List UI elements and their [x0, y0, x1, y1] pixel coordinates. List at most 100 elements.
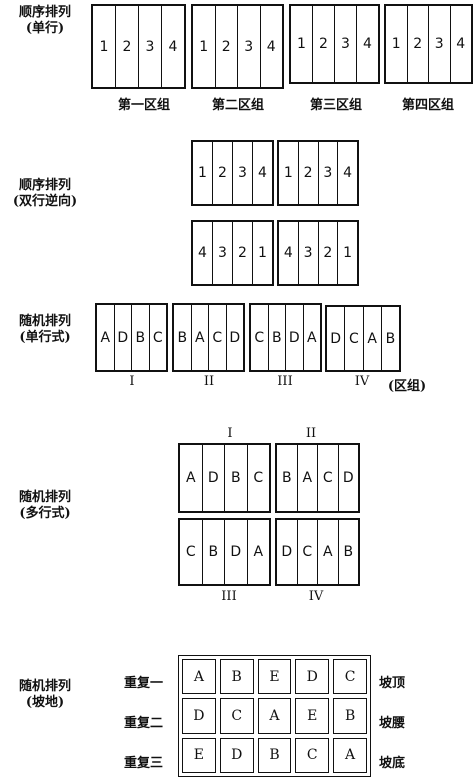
plot: B [257, 737, 292, 773]
block-roman-label: I [129, 374, 135, 389]
plot: 3 [334, 6, 356, 82]
plot: D [113, 305, 132, 370]
plot: D [281, 544, 293, 560]
plot: 3 [297, 222, 318, 284]
plot: 1 [198, 165, 207, 181]
block-rand-4: D C A B [325, 305, 401, 372]
plot: 2 [312, 6, 334, 82]
plot: 2 [212, 142, 232, 204]
block-rand-multi-3: C B D A [178, 518, 271, 586]
plot: C [333, 659, 367, 695]
plot: C [344, 307, 362, 370]
plot: C [208, 305, 226, 370]
plot: D [182, 698, 216, 734]
replicate-label: 重复三 [124, 756, 164, 771]
section-label-rand-single: 随机排列 (单行式) [18, 314, 71, 345]
plot: A [185, 470, 196, 486]
block-caption: 第三区组 [309, 98, 362, 113]
plot: 2 [317, 222, 338, 284]
plot: A [190, 305, 209, 370]
plot: A [182, 659, 216, 695]
plot: D [201, 445, 225, 511]
plot: B [224, 445, 247, 511]
block-caption: 第二区组 [211, 98, 264, 113]
plot: 4 [252, 142, 272, 204]
plot: D [337, 445, 359, 511]
replicate-label: 重复二 [124, 716, 164, 731]
plot: B [380, 307, 399, 370]
block-roman-label: II [203, 374, 215, 389]
section-label-rand-slope: 随机排列 (坡地) [18, 679, 71, 710]
slope-position-label: 坡底 [379, 756, 406, 771]
plot: 3 [237, 6, 260, 87]
plot: A [333, 737, 367, 773]
plot: D [219, 737, 254, 773]
plot: B [177, 329, 188, 346]
block-caption: 第四区组 [401, 98, 454, 113]
plot: D [285, 305, 303, 370]
block-rand-2: B A C D [172, 303, 245, 372]
block-roman-label: III [277, 374, 293, 389]
block-seq-2: 1 2 3 4 [191, 4, 284, 89]
plot: 4 [161, 6, 184, 87]
plot: A [296, 445, 318, 511]
plot: 1 [283, 165, 293, 181]
block-seq-3: 1 2 3 4 [289, 4, 380, 84]
plot: 1 [199, 38, 209, 55]
plot: C [295, 737, 330, 773]
plot: A [246, 520, 270, 584]
slope-position-label: 坡顶 [379, 676, 406, 691]
plot: 2 [232, 222, 252, 284]
plot: B [201, 520, 225, 584]
plot: 2 [214, 6, 238, 87]
plot: E [257, 659, 292, 695]
block-seq-double-4: 4 3 2 1 [277, 220, 359, 286]
block-seq-double-3: 4 3 2 1 [191, 220, 274, 286]
plot: D [330, 330, 342, 347]
block-roman-label: IV [354, 374, 370, 389]
plot: A [257, 698, 292, 734]
plot: D [295, 659, 330, 695]
plot: E [182, 737, 216, 773]
plot: D [224, 520, 247, 584]
plot: C [246, 445, 270, 511]
plot: 3 [428, 6, 450, 82]
plot: A [362, 307, 381, 370]
block-roman-label: I [227, 426, 233, 441]
plot: C [296, 520, 318, 584]
block-rand-multi-4: D C A B [275, 518, 360, 586]
block-rand-1: A D B C [95, 303, 168, 372]
plot: 3 [317, 142, 338, 204]
plot: B [281, 470, 292, 486]
block-group-suffix: (区组) [387, 379, 427, 394]
block-seq-1: 1 2 3 4 [91, 4, 186, 89]
plot: 4 [283, 245, 293, 261]
plot: C [317, 445, 338, 511]
plot: D [225, 305, 244, 370]
block-seq-double-2: 1 2 3 4 [277, 140, 359, 206]
plot: 3 [212, 222, 232, 284]
plot: 3 [138, 6, 161, 87]
slope-plot-grid: A B E D C D C A E B E D B C A [178, 655, 371, 777]
section-label-rand-multi: 随机排列 (多行式) [18, 490, 71, 521]
plot: E [295, 698, 330, 734]
replicate-label: 重复一 [124, 676, 164, 691]
block-rand-3: C B D A [249, 303, 322, 372]
plot: B [337, 520, 359, 584]
block-roman-label: III [221, 589, 237, 604]
plot: A [302, 305, 321, 370]
plot: 4 [449, 6, 472, 82]
plot: B [267, 305, 286, 370]
slope-position-label: 坡腰 [379, 716, 406, 731]
plot: 1 [391, 36, 401, 52]
block-roman-label: II [305, 426, 317, 441]
plot: 3 [232, 142, 252, 204]
plot: 4 [259, 6, 283, 87]
plot: B [333, 698, 367, 734]
block-rand-multi-1: A D B C [178, 443, 271, 513]
block-seq-4: 1 2 3 4 [384, 4, 473, 84]
plot: 2 [297, 142, 318, 204]
block-rand-multi-2: B A C D [275, 443, 360, 513]
plot: 4 [337, 142, 357, 204]
plot: 2 [406, 6, 429, 82]
